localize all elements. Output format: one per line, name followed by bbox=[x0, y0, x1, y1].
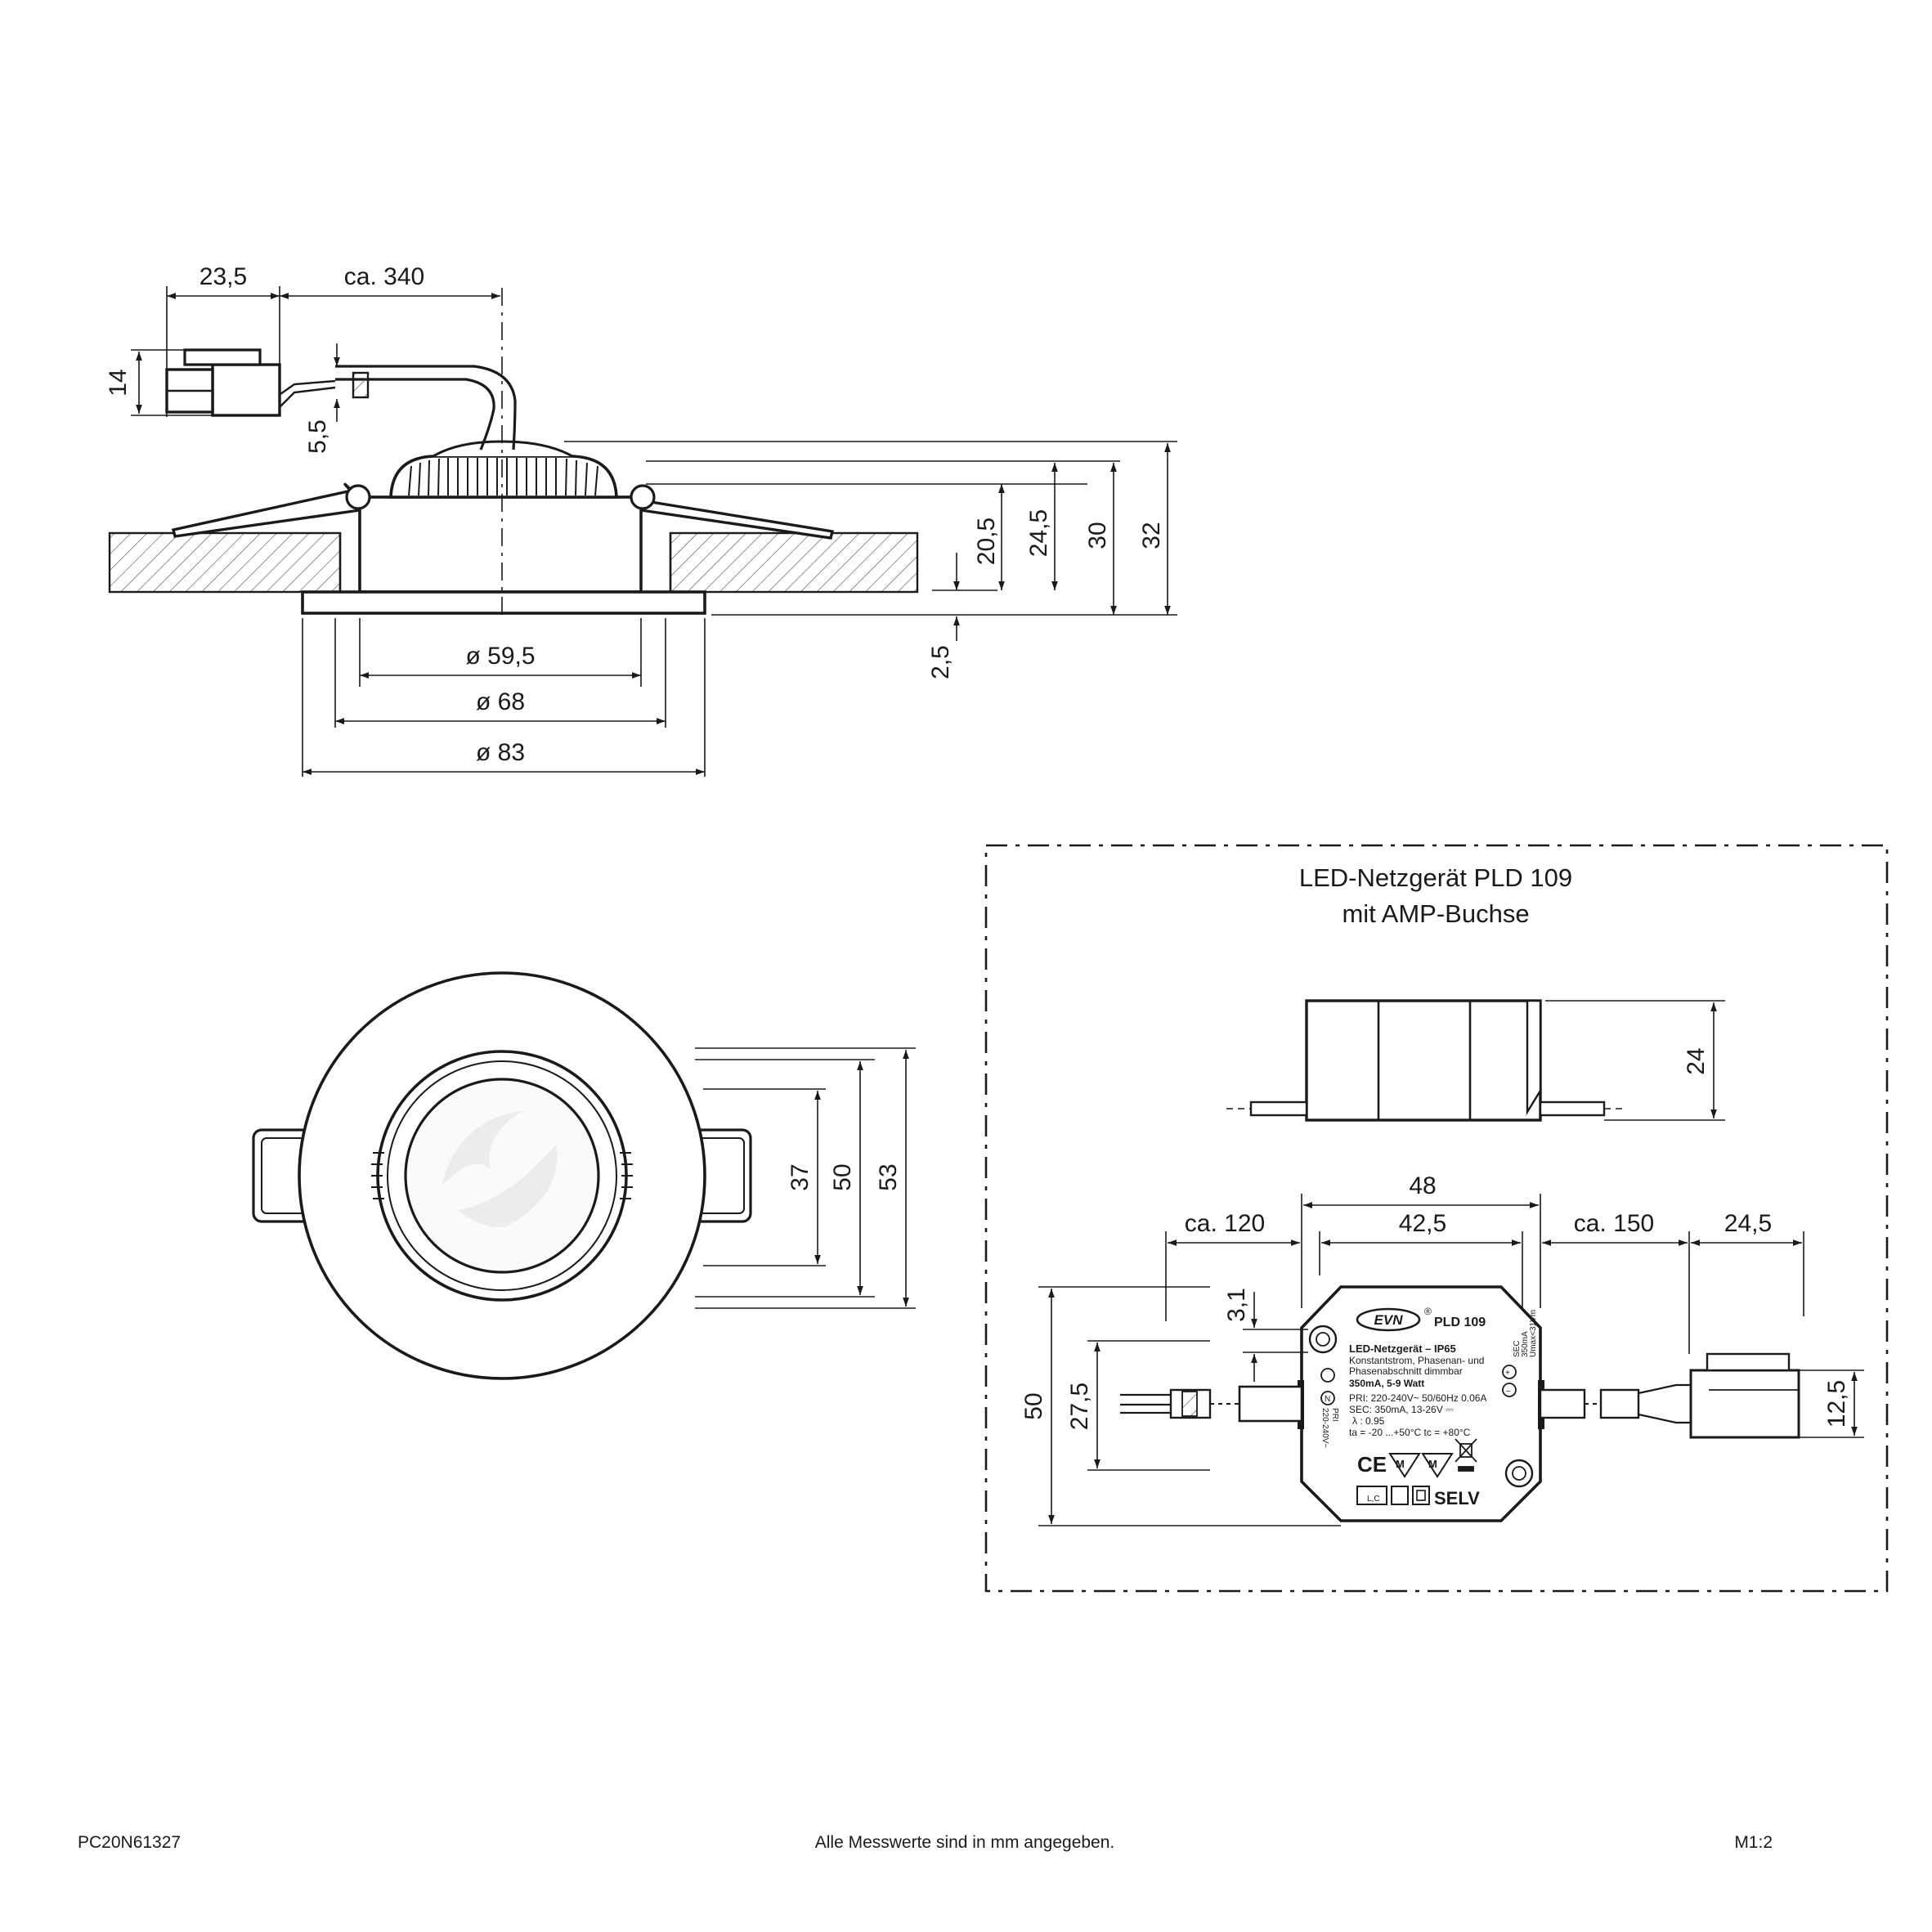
dim-driver-24: 24 bbox=[1683, 1047, 1710, 1074]
top-view: 37 50 53 bbox=[252, 971, 916, 1380]
driver-top-view: EVN ® PLD 109 LED-Netzgerät – IP65 Konst… bbox=[1020, 1172, 1864, 1526]
dim-cable-ca-120: ca. 120 bbox=[1185, 1210, 1265, 1237]
svg-text:–: – bbox=[1506, 1387, 1511, 1396]
side-view: 20,5 24,5 30 32 2,5 23,5 ca. 340 14 5,5 … bbox=[105, 263, 1177, 777]
dim-socket-24-5: 24,5 bbox=[1724, 1210, 1772, 1237]
dim-driver-42-5: 42,5 bbox=[1399, 1210, 1446, 1237]
dim-dia-68: ø 68 bbox=[476, 688, 525, 715]
selv-mark: SELV bbox=[1434, 1488, 1480, 1508]
label-line5: PRI: 220-240V~ 50/60Hz 0.06A bbox=[1349, 1392, 1486, 1404]
svg-text:Umax<31Vm: Umax<31Vm bbox=[1529, 1310, 1538, 1357]
mm-mark-1 bbox=[1388, 1453, 1421, 1478]
evn-logo bbox=[1356, 1307, 1421, 1332]
double-insulation-icon bbox=[1412, 1486, 1430, 1505]
driver-title-line2: mit AMP-Buchse bbox=[1342, 899, 1529, 928]
heat-sink bbox=[389, 455, 618, 499]
dim-hole-3-1: 3,1 bbox=[1223, 1288, 1250, 1322]
ce-mark: CE bbox=[1357, 1452, 1387, 1477]
footer-article: PC20N61327 bbox=[78, 1833, 181, 1852]
label-line8: ta = -20 ...+50°C tc = +80°C bbox=[1349, 1427, 1471, 1438]
label-line4: 350mA, 5-9 Watt bbox=[1349, 1378, 1424, 1389]
dim-driver-50: 50 bbox=[1020, 1392, 1047, 1419]
label-model: PLD 109 bbox=[1434, 1316, 1486, 1329]
dim-flange-2-5: 2,5 bbox=[927, 645, 954, 679]
svg-text:EVN: EVN bbox=[1374, 1312, 1404, 1328]
driver-panel: LED-Netzgerät PLD 109 mit AMP-Buchse 24 bbox=[984, 844, 1889, 1593]
svg-text:N: N bbox=[1325, 1395, 1330, 1404]
footer: PC20N61327 Alle Messwerte sind in mm ang… bbox=[78, 1833, 1773, 1852]
dim-connector-14: 14 bbox=[105, 369, 132, 396]
svg-text:M: M bbox=[1396, 1458, 1405, 1470]
dim-depth-30: 30 bbox=[1084, 522, 1111, 549]
dim-top-53: 53 bbox=[875, 1163, 902, 1190]
dim-cable-5-5: 5,5 bbox=[304, 419, 331, 454]
lens bbox=[404, 1078, 600, 1274]
dim-top-50: 50 bbox=[829, 1163, 856, 1190]
ceiling-left bbox=[108, 531, 342, 594]
ceiling-right bbox=[669, 531, 919, 594]
driver-title-line1: LED-Netzgerät PLD 109 bbox=[1299, 863, 1572, 892]
svg-text:SEC: SEC bbox=[1513, 1340, 1522, 1357]
label-line3: Phasenabschnitt dimmbar bbox=[1349, 1365, 1463, 1377]
amp-connector bbox=[165, 348, 281, 417]
label-line1: LED-Netzgerät – IP65 bbox=[1349, 1343, 1456, 1355]
svg-text:L,C: L,C bbox=[1367, 1495, 1380, 1504]
protection-class-icon bbox=[1391, 1486, 1409, 1505]
dim-dia-83: ø 83 bbox=[476, 739, 525, 766]
svg-text:M: M bbox=[1428, 1458, 1437, 1470]
weee-icon bbox=[1455, 1438, 1477, 1472]
svg-text:350mA: 350mA bbox=[1521, 1331, 1530, 1357]
screw-hole-top-left bbox=[1308, 1325, 1338, 1354]
dim-connector-23-5: 23,5 bbox=[199, 263, 247, 290]
driver-body bbox=[1300, 1285, 1542, 1522]
dim-top-37: 37 bbox=[787, 1163, 814, 1190]
spring-clip-left bbox=[171, 482, 361, 538]
dim-socket-12-5: 12,5 bbox=[1823, 1380, 1850, 1428]
svg-text:220-240V~: 220-240V~ bbox=[1320, 1408, 1329, 1448]
amp-socket bbox=[1689, 1369, 1800, 1439]
dim-driver-48: 48 bbox=[1409, 1172, 1436, 1199]
dim-cable-ca-150: ca. 150 bbox=[1574, 1210, 1654, 1237]
screw-hole-bottom-right bbox=[1504, 1459, 1534, 1488]
dim-depth-32: 32 bbox=[1138, 522, 1165, 549]
dim-driver-27-5: 27,5 bbox=[1066, 1383, 1093, 1430]
footer-note: Alle Messwerte sind in mm angegeben. bbox=[815, 1833, 1115, 1852]
dim-cable-ca-340: ca. 340 bbox=[344, 263, 424, 290]
housing bbox=[358, 495, 643, 594]
label-line6: SEC: 350mA, 13-26V ⎓ bbox=[1349, 1404, 1454, 1415]
label-line7: λ : 0.95 bbox=[1352, 1415, 1385, 1427]
dim-depth-20-5: 20,5 bbox=[973, 518, 1000, 565]
svg-text:+: + bbox=[1505, 1369, 1510, 1378]
spring-clip-right bbox=[640, 499, 835, 540]
cable bbox=[335, 378, 495, 451]
dim-dia-59-5: ø 59,5 bbox=[465, 643, 535, 670]
svg-text:®: ® bbox=[1424, 1306, 1432, 1317]
lc-mark bbox=[1356, 1486, 1387, 1505]
footer-scale: M1:2 bbox=[1734, 1833, 1773, 1852]
label-line2: Konstantstrom, Phasenan- und bbox=[1349, 1355, 1484, 1366]
svg-text:PRI: PRI bbox=[1330, 1408, 1339, 1422]
flange bbox=[301, 590, 706, 615]
dim-depth-24-5: 24,5 bbox=[1025, 509, 1052, 557]
driver-side-view: 24 bbox=[1226, 999, 1725, 1122]
mm-mark-2 bbox=[1421, 1453, 1454, 1478]
